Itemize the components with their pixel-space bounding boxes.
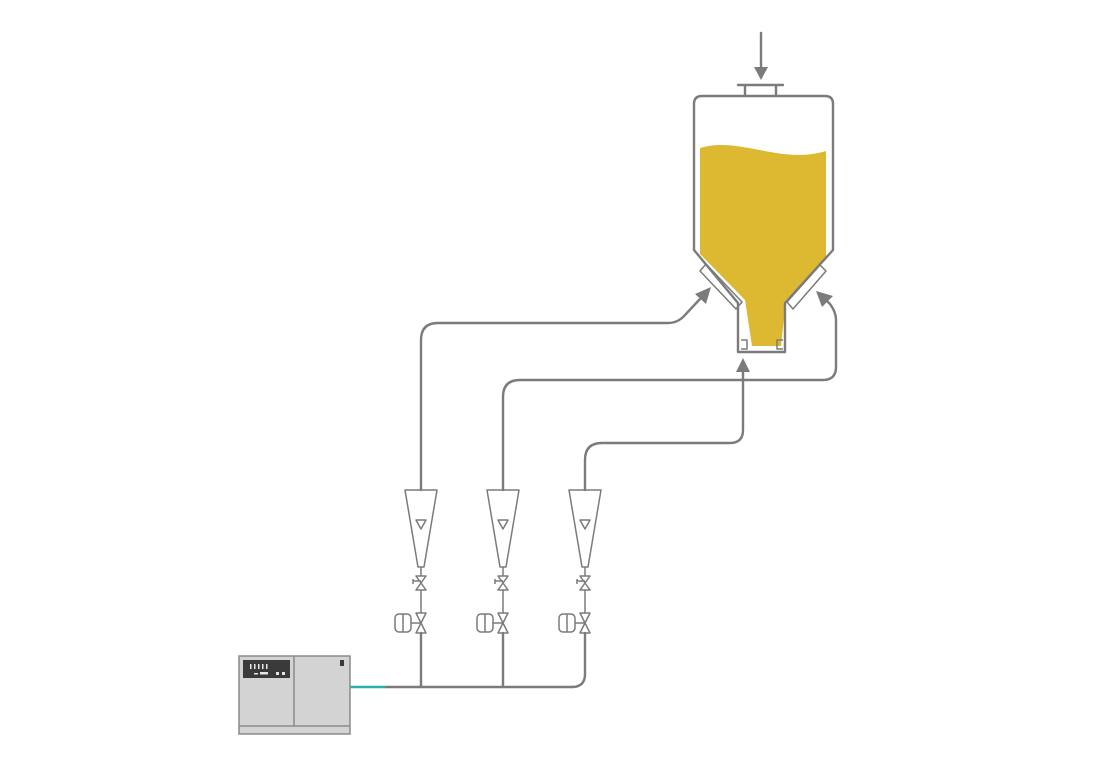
aeration-line-3 [583, 358, 750, 492]
branch-3 [558, 489, 602, 689]
aeration-line-1 [419, 287, 711, 492]
blower-unit-icon [238, 655, 351, 735]
rotameter-float-icon [415, 519, 427, 530]
solenoid-valve-icon [411, 612, 427, 634]
silo-product-fill [700, 145, 826, 346]
branch-2 [476, 489, 520, 689]
rotameter-float-icon [497, 519, 509, 530]
needle-valve-icon [412, 575, 427, 591]
arrow-up-left-icon [816, 291, 833, 307]
arrow-up-right-icon [695, 287, 711, 304]
aeration-pad-right [786, 264, 827, 310]
needle-valve-icon [576, 575, 591, 591]
aeration-line-2 [501, 291, 838, 492]
silo-inlet-nozzle [736, 83, 785, 98]
aeration-pad-bottom [741, 339, 783, 350]
rotameter-float-icon [579, 519, 591, 530]
silo-body [692, 94, 835, 354]
arrow-up-icon [736, 358, 750, 372]
rotameter-icon [486, 489, 520, 568]
aeration-pad-left [699, 263, 743, 310]
silo [692, 31, 835, 354]
inlet-arrow-icon [754, 67, 768, 80]
status-lamp [340, 660, 344, 666]
rotameter-icon [568, 489, 602, 568]
display-indicators [250, 664, 285, 675]
needle-valve-icon [494, 575, 509, 591]
solenoid-valve-icon [575, 612, 591, 634]
solenoid-valve-icon [493, 612, 509, 634]
rotameter-icon [404, 489, 438, 568]
branch-1 [394, 489, 438, 689]
